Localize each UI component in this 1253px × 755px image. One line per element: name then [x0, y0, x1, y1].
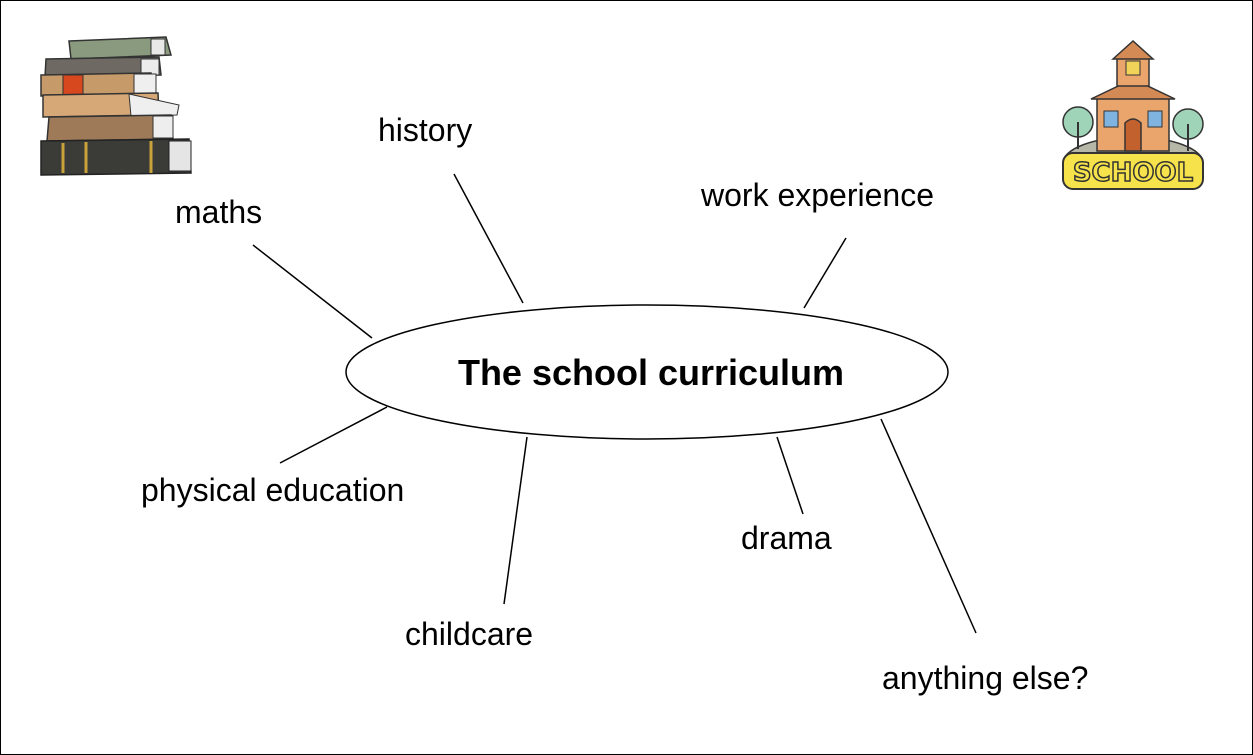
books-stack-icon — [40, 36, 192, 176]
branch-label-physical-education: physical education — [141, 472, 404, 508]
connector-drama — [776, 436, 804, 515]
connector-history — [453, 173, 524, 304]
connector-anything-else — [880, 418, 977, 634]
branch-label-anything-else: anything else? — [882, 660, 1088, 696]
branch-label-maths: maths — [175, 194, 262, 230]
center-node — [345, 304, 949, 440]
connector-work-experience — [803, 237, 847, 309]
branch-label-drama: drama — [741, 520, 832, 556]
branch-label-history: history — [378, 112, 472, 148]
branch-label-work-experience: work experience — [700, 177, 934, 213]
school-building-icon: SCHOOL — [1062, 39, 1204, 190]
branch-label-childcare: childcare — [405, 616, 533, 652]
school-sign: SCHOOL — [1062, 152, 1204, 190]
svg-text:SCHOOL: SCHOOL — [1073, 158, 1193, 188]
connector-maths — [252, 244, 373, 339]
connector-childcare — [503, 436, 528, 605]
connector-physical-education — [279, 406, 388, 464]
center-label: The school curriculum — [458, 352, 844, 393]
